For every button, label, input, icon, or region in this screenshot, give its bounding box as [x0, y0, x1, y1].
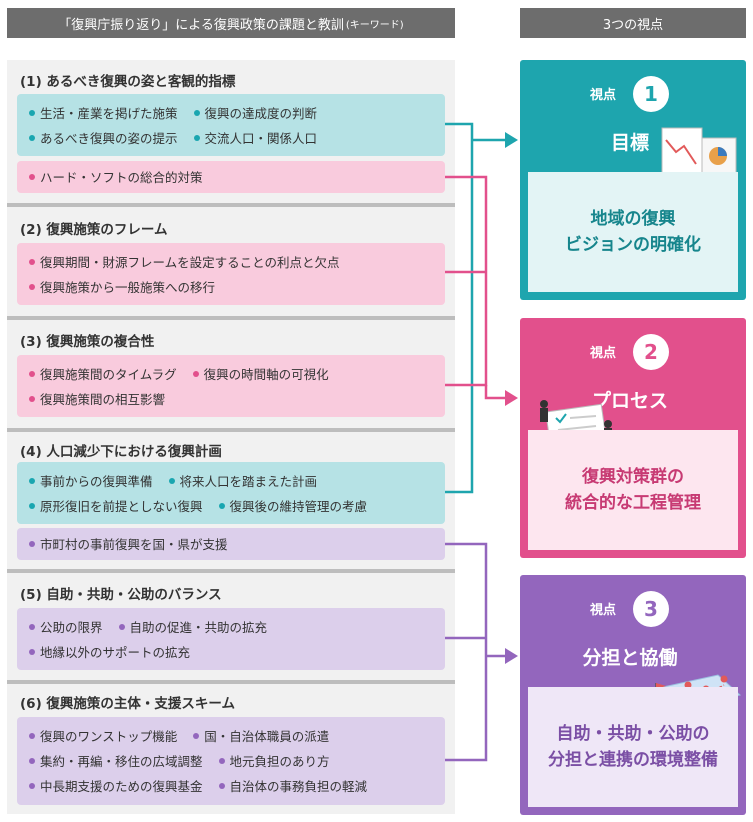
- section-divider: [7, 428, 455, 432]
- viewpoint-desc-line: 分担と連携の環境整備: [548, 750, 718, 770]
- viewpoint-keyword: 分担と協働: [582, 647, 678, 669]
- viewpoint-card-1: 視点 1 目標 地域の復興 ビジョンの明確化: [520, 60, 746, 300]
- keyword-item: 市町村の事前復興を国・県が支援: [29, 534, 228, 553]
- viewpoint-label: 視点: [590, 603, 617, 618]
- keyword-item: 中長期支援のための復興基金: [29, 776, 203, 795]
- viewpoint-desc-line: 統合的な工程管理: [565, 493, 701, 513]
- keyword-item: 復興期間・財源フレームを設定することの利点と欠点: [29, 252, 340, 271]
- purple-arrowhead: [505, 648, 518, 664]
- keyword-item: 将来人口を踏まえた計画: [168, 471, 317, 490]
- pink-box-3: 復興施策間のタイムラグ 復興の時間軸の可視化 復興施策間の相互影響: [17, 355, 445, 417]
- viewpoint-number: 1: [633, 76, 669, 112]
- section-title-3: (3) 復興施策の複合性: [20, 334, 155, 350]
- section-divider: [7, 569, 455, 573]
- section-title-1: (1) あるべき復興の姿と客観的指標: [20, 74, 236, 90]
- viewpoint-card-2: 視点 2 プロセス 復興対策群の 統合的な工程管理: [520, 318, 746, 558]
- pink-bracket: [445, 175, 488, 387]
- keyword-item: 原形復旧を前提としない復興: [29, 496, 203, 515]
- keyword-item: 国・自治体職員の派遣: [193, 726, 329, 745]
- viewpoint-desc-line: 復興対策群の: [582, 467, 684, 487]
- teal-box-1: 生活・産業を掲げた施策 復興の達成度の判断 あるべき復興の姿の提示 交流人口・関…: [17, 94, 445, 156]
- keyword-item: 事前からの復興準備: [29, 471, 153, 490]
- keyword-item: 復興後の維持管理の考慮: [218, 496, 367, 515]
- keyword-item: 復興施策間の相互影響: [29, 389, 165, 408]
- purple-box-5: 公助の限界 自助の促進・共助の拡充 地縁以外のサポートの拡充: [17, 608, 445, 670]
- section-title-5: (5) 自助・共助・公助のバランス: [20, 587, 222, 603]
- keyword-item: 自治体の事務負担の軽減: [218, 776, 367, 795]
- pink-arrow-line: [484, 385, 505, 400]
- teal-bracket: [445, 122, 474, 494]
- viewpoint-desc-line: 地域の復興: [590, 209, 676, 229]
- pink-box-1: ハード・ソフトの総合的対策: [17, 161, 445, 193]
- viewpoint-label: 視点: [590, 346, 617, 361]
- purple-box-6: 復興のワンストップ機能 国・自治体職員の派遣 集約・再編・移住の広域調整 地元負…: [17, 717, 445, 805]
- left-header: 「復興庁振り返り」による復興政策の課題と教訓(キーワード): [7, 8, 455, 38]
- keyword-item: 自助の促進・共助の拡充: [118, 617, 267, 636]
- keyword-item: 生活・産業を掲げた施策: [29, 103, 178, 122]
- keyword-item: 復興の時間軸の可視化: [192, 364, 329, 383]
- keyword-item: 復興施策間のタイムラグ: [29, 364, 177, 383]
- viewpoint-keyword: プロセス: [591, 390, 668, 412]
- keyword-item: あるべき復興の姿の提示: [29, 128, 178, 147]
- keyword-item: 公助の限界: [29, 617, 103, 636]
- purple-box-4: 市町村の事前復興を国・県が支援: [17, 528, 445, 560]
- viewpoint-number: 3: [633, 591, 669, 627]
- section-divider: [7, 680, 455, 684]
- pink-box-2: 復興期間・財源フレームを設定することの利点と欠点 復興施策から一般施策への移行: [17, 243, 445, 305]
- viewpoint-card-3: 視点 3 分担と協働 自助・共助・公助の 分担と連携の環境整備: [520, 575, 746, 815]
- pink-arrowhead: [505, 390, 518, 406]
- section-divider: [7, 203, 455, 207]
- keyword-item: 復興の達成度の判断: [193, 103, 317, 122]
- purple-bracket: [445, 542, 488, 762]
- section-title-6: (6) 復興施策の主体・支援スキーム: [20, 696, 236, 712]
- viewpoint-number: 2: [633, 334, 669, 370]
- viewpoint-desc-line: 自助・共助・公助の: [556, 724, 710, 744]
- keyword-item: ハード・ソフトの総合的対策: [29, 167, 203, 186]
- viewpoint-label: 視点: [590, 88, 617, 103]
- keyword-item: 地元負担のあり方: [218, 751, 330, 770]
- viewpoint-desc-line: ビジョンの明確化: [565, 235, 701, 255]
- teal-arrowhead: [505, 132, 518, 148]
- keyword-item: 交流人口・関係人口: [193, 128, 317, 147]
- section-title-4: (4) 人口減少下における復興計画: [20, 444, 222, 460]
- keyword-item: 地縁以外のサポートの拡充: [29, 642, 190, 661]
- keyword-item: 復興施策から一般施策への移行: [29, 277, 215, 296]
- right-header: 3つの視点: [520, 8, 746, 38]
- section-title-2: (2) 復興施策のフレーム: [20, 222, 168, 238]
- section-divider: [7, 316, 455, 320]
- keyword-item: 集約・再編・移住の広域調整: [29, 751, 203, 770]
- keyword-item: 復興のワンストップ機能: [29, 726, 177, 745]
- teal-box-4: 事前からの復興準備 将来人口を踏まえた計画 原形復旧を前提としない復興 復興後の…: [17, 462, 445, 524]
- viewpoint-keyword: 目標: [610, 132, 649, 154]
